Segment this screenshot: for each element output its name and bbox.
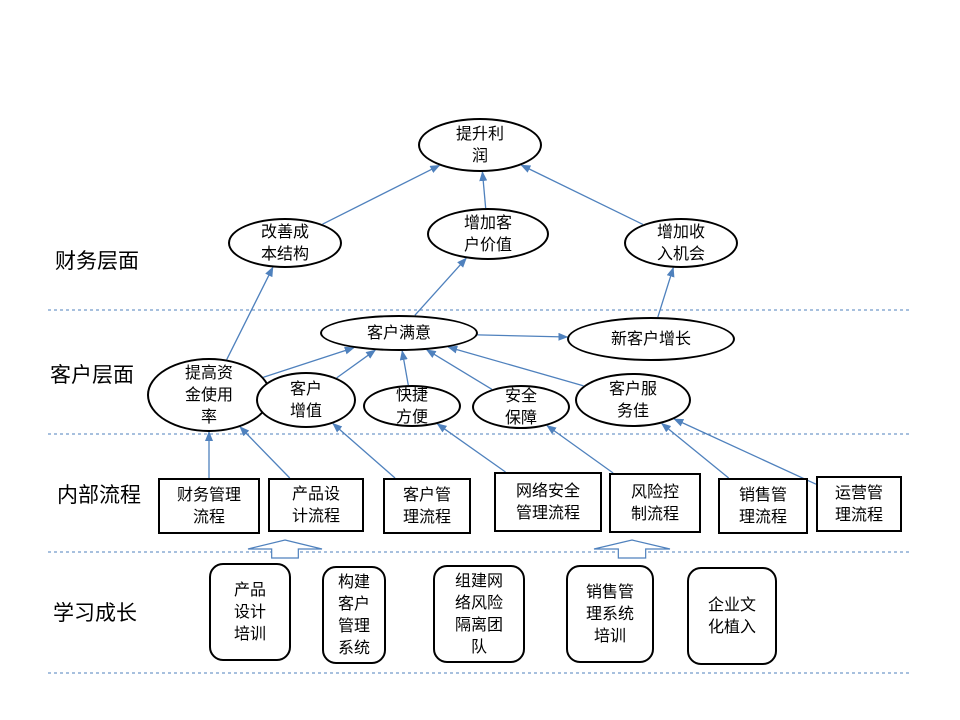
node-customer-satisfaction: 客户满意 (320, 315, 478, 351)
node-product-design-training: 产品 设计 培训 (209, 563, 291, 661)
arrow-capital-to-satisfaction (263, 346, 355, 378)
arrow-service-to-satisfaction (447, 345, 584, 387)
node-capital-utilization: 提高资 金使用 率 (147, 358, 271, 432)
node-fast-convenient: 快捷 方便 (363, 385, 461, 427)
node-improve-cost-structure: 改善成 本结构 (228, 218, 342, 268)
node-increase-income-opportunity: 增加收 入机会 (624, 218, 738, 268)
arrow-p_sales-to-service (660, 422, 730, 479)
block-arrow-up-1 (247, 539, 323, 559)
arrow-cvalue-to-profit (479, 170, 488, 209)
node-sales-management-process: 销售管 理流程 (718, 478, 808, 534)
layer-separators (48, 309, 912, 674)
node-product-design-process: 产品设 计流程 (268, 478, 364, 532)
arrow-capital-to-cost (226, 266, 274, 360)
arrow-p_netsec-to-fast (436, 423, 506, 473)
node-network-security-process: 网络安全 管理流程 (494, 472, 602, 532)
node-increase-profit: 提升利 润 (418, 118, 542, 172)
arrow-satisfaction-to-cvalue (414, 257, 467, 316)
node-network-risk-team: 组建网 络风险 隔离团 队 (433, 565, 525, 663)
node-increase-customer-value: 增加客 户价值 (427, 208, 549, 260)
node-build-crm-system: 构建 客户 管理 系统 (322, 566, 386, 664)
arrow-p_ops-to-service (673, 418, 817, 485)
layer-label-customer: 客户层面 (50, 363, 134, 387)
connector-arrows (205, 164, 817, 485)
node-operations-management-process: 运营管 理流程 (816, 476, 902, 532)
block-arrows (247, 539, 671, 559)
arrow-satisfaction-to-newcust (477, 332, 569, 341)
arrow-fast-to-satisfaction (399, 350, 409, 386)
node-new-customer-growth: 新客户增长 (567, 317, 735, 361)
node-sales-system-training: 销售管 理系统 培训 (566, 565, 654, 663)
node-customer-management-process: 客户管 理流程 (383, 478, 471, 534)
arrow-income-to-profit (520, 164, 644, 225)
arrow-cost-to-profit (322, 164, 441, 225)
arrow-p_customer-to-addvalue (332, 422, 396, 479)
arrow-p_risk-to-safety (546, 425, 614, 474)
node-corporate-culture: 企业文 化植入 (687, 567, 777, 665)
node-customer-added-value: 客户 增值 (256, 372, 356, 428)
arrow-addvalue-to-satisfaction (336, 349, 376, 379)
arrow-safety-to-satisfaction (425, 349, 493, 390)
arrow-newcust-to-income (657, 266, 675, 318)
node-risk-control-process: 风险控 制流程 (609, 473, 701, 533)
layer-label-learning: 学习成长 (53, 601, 137, 625)
layer-label-internal: 内部流程 (57, 483, 141, 507)
block-arrow-up-2 (593, 539, 671, 559)
arrow-p_design-to-capital (239, 426, 291, 479)
node-financial-management-process: 财务管理 流程 (158, 478, 260, 534)
layer-label-financial: 财务层面 (55, 249, 139, 273)
node-good-customer-service: 客户服 务佳 (575, 373, 691, 427)
node-security-assurance: 安全 保障 (472, 385, 570, 429)
